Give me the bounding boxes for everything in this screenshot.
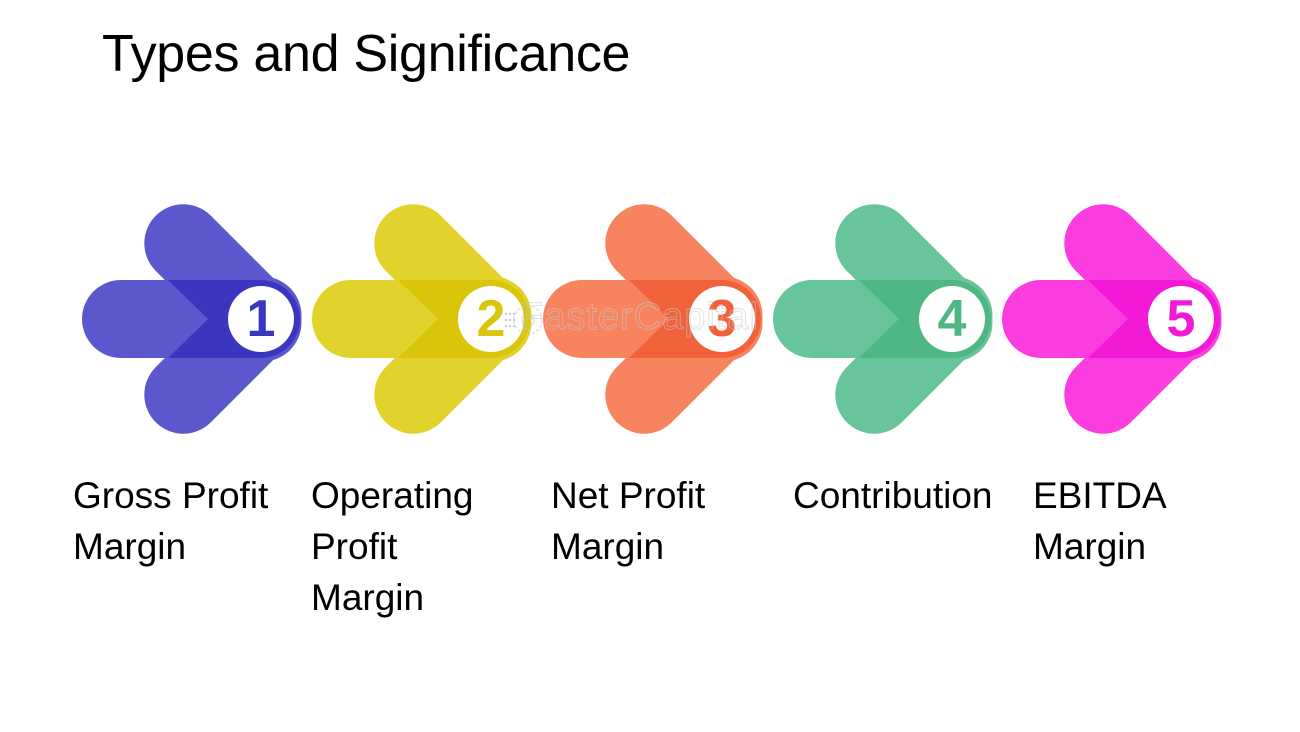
arrow-icon bbox=[312, 204, 532, 434]
page-title: Types and Significance bbox=[102, 25, 631, 83]
step-number-badge: 4 bbox=[937, 290, 967, 348]
arrow-step-5: 5 bbox=[1000, 200, 1230, 440]
step-label: EBITDA Margin bbox=[1033, 475, 1167, 567]
arrow-step-3: 3 bbox=[541, 200, 771, 440]
arrow-icon bbox=[543, 204, 763, 434]
arrow-step-4: 4 bbox=[771, 200, 1001, 440]
step-label: Gross Profit Margin bbox=[73, 475, 269, 567]
step-number-badge: 2 bbox=[476, 290, 506, 348]
arrow-step-2: 2 bbox=[310, 200, 540, 440]
arrow-icon bbox=[1002, 204, 1222, 434]
arrow-icon bbox=[82, 204, 302, 434]
step-number-badge: 1 bbox=[246, 290, 276, 348]
step-label: Net Profit Margin bbox=[551, 475, 706, 567]
step-label: Contribution bbox=[793, 475, 993, 516]
step-number-badge: 5 bbox=[1166, 290, 1196, 348]
watermark-gear-icon bbox=[500, 300, 544, 340]
step-number-badge: 3 bbox=[707, 290, 737, 348]
arrow-step-1: 1 bbox=[80, 200, 310, 440]
arrow-icon bbox=[773, 204, 993, 434]
step-label: Operating Profit Margin bbox=[311, 475, 474, 618]
